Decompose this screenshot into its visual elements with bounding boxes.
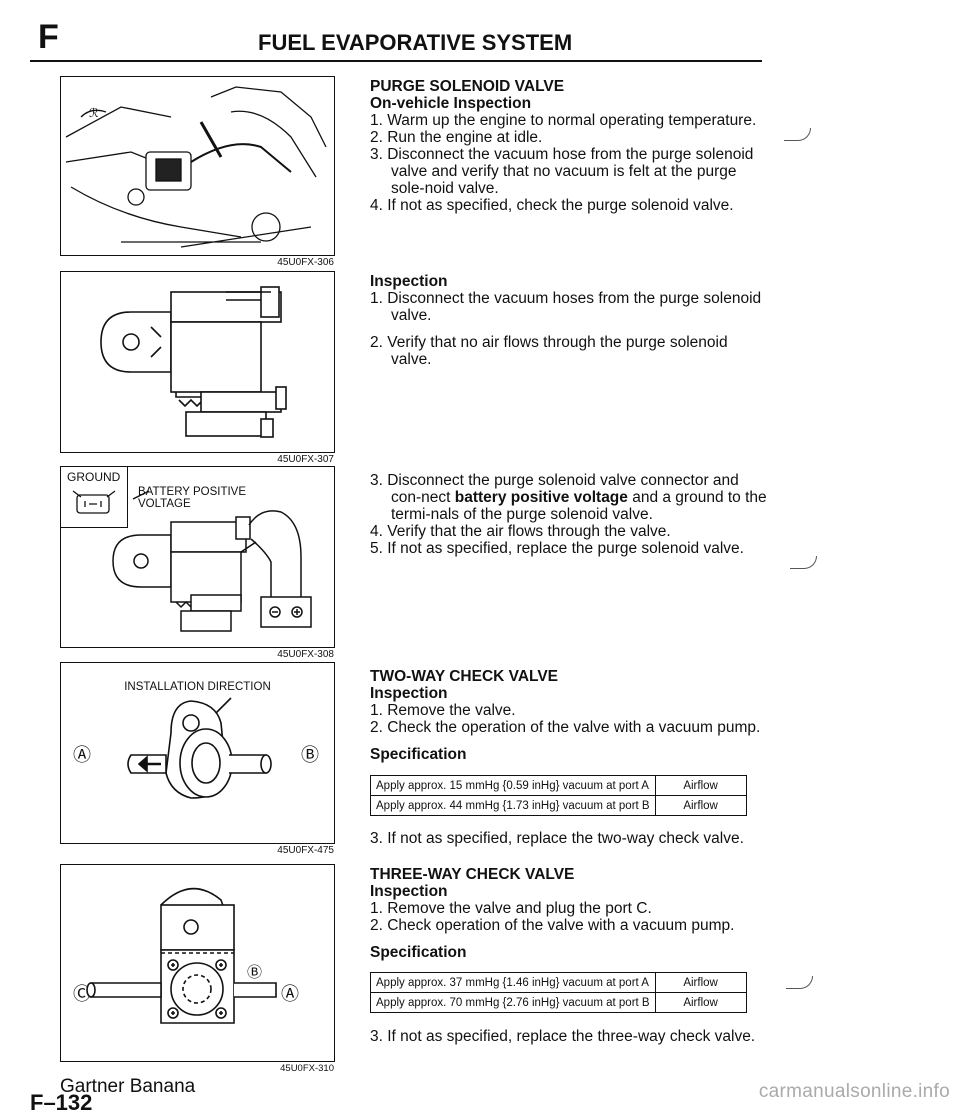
header-rule [30,60,762,62]
port-b-label: Ⓑ [247,964,263,981]
svg-text:ℛ: ℛ [89,106,99,120]
spec-condition: Apply approx. 37 mmHg {1.46 inHg} vacuum… [370,972,656,993]
page-title: FUEL EVAPORATIVE SYSTEM [258,30,573,55]
purge-battery-steps: 3. Disconnect the purge solenoid valve c… [370,472,770,557]
onvehicle-step: 3. Disconnect the vacuum hose from the p… [370,146,754,197]
spec-heading: Specification [370,746,467,763]
table-row: Apply approx. 70 mmHg {2.76 inHg} vacuum… [370,992,747,1013]
three-way-title: THREE-WAY CHECK VALVE [370,866,575,883]
figure-code: 45U0FX-475 [277,845,334,856]
figure-code: 45U0FX-310 [280,1063,334,1074]
figure-purge-valve-battery: GROUND BATTERY POSITIVE VOLTAGE 45U0FX-3… [60,466,335,660]
inspection-step: 1. Remove the valve and plug the port C. [370,900,652,917]
spec-result: Airflow [654,775,747,796]
figure-code: 45U0FX-307 [277,454,334,465]
figure-two-way-check-valve: INSTALLATION DIRECTION Ⓐ Ⓑ 45U0FX-475 [60,662,335,856]
three-way-final-step: 3. If not as specified, replace the thre… [370,1028,756,1045]
margin-mark [790,556,817,569]
watermark: carmanualsonline.info [758,1081,950,1102]
three-way-spec-table: Apply approx. 37 mmHg {1.46 inHg} vacuum… [370,972,747,1013]
inspection-heading: Inspection [370,883,448,900]
onvehicle-step: 2. Run the engine at idle. [370,129,543,146]
margin-mark [784,128,811,141]
inspection-step: 5. If not as specified, replace the purg… [370,540,744,557]
table-row: Apply approx. 37 mmHg {1.46 inHg} vacuum… [370,972,747,993]
installation-direction-label: INSTALLATION DIRECTION [124,681,271,693]
inspection-heading: Inspection [370,273,448,290]
onvehicle-step: 1. Warm up the engine to normal operatin… [370,112,757,129]
margin-mark [786,976,813,989]
inspection-step: 1. Disconnect the vacuum hoses from the … [370,290,762,324]
ground-label: GROUND [67,470,121,484]
spec-condition: Apply approx. 44 mmHg {1.73 inHg} vacuum… [370,795,656,816]
inspection-step: 2. Check the operation of the valve with… [370,719,761,736]
port-a-label: Ⓐ [281,984,299,1004]
inspection-step-3: 3. Disconnect the purge solenoid valve c… [370,472,767,523]
ground-box: GROUND [61,467,128,528]
inspection-heading: Inspection [370,685,448,702]
two-way-title: TWO-WAY CHECK VALVE [370,668,559,685]
footer-name: Gartner Banana [60,1076,196,1097]
inspection-step: 2. Verify that no air flows through the … [370,334,728,368]
port-a-label: Ⓐ [73,745,91,765]
onvehicle-heading: On-vehicle Inspection [370,95,532,112]
two-way-spec-table: Apply approx. 15 mmHg {0.59 inHg} vacuum… [370,775,747,816]
spec-condition: Apply approx. 70 mmHg {2.76 inHg} vacuum… [370,992,656,1013]
purge-title: PURGE SOLENOID VALVE [370,78,565,95]
spec-result: Airflow [654,992,747,1013]
onvehicle-step: 4. If not as specified, check the purge … [370,197,734,214]
figure-code: 45U0FX-306 [277,257,334,268]
inspection-step: 4. Verify that the air flows through the… [370,523,671,540]
spec-condition: Apply approx. 15 mmHg {0.59 inHg} vacuum… [370,775,656,796]
table-row: Apply approx. 44 mmHg {1.73 inHg} vacuum… [370,795,747,816]
figure-purge-valve: 45U0FX-307 [60,271,335,465]
section-letter: F [38,18,59,56]
inspection-step: 2. Check operation of the valve with a v… [370,917,735,934]
page-number: F–132 [30,1090,93,1115]
figure-onvehicle-illustration: ℛ 45U0FX-306 [60,76,335,268]
spec-result: Airflow [654,972,747,993]
spec-heading: Specification [370,944,467,961]
spec-result: Airflow [654,795,747,816]
battery-voltage-label: BATTERY POSITIVE VOLTAGE [138,486,247,510]
figure-three-way-check-valve: Ⓒ Ⓐ Ⓑ 45U0FX-310 [60,864,335,1074]
table-row: Apply approx. 15 mmHg {0.59 inHg} vacuum… [370,775,747,796]
two-way-final-step: 3. If not as specified, replace the two-… [370,830,744,847]
figure-code: 45U0FX-308 [277,649,334,660]
purge-onvehicle-section: PURGE SOLENOID VALVE On-vehicle Inspecti… [370,78,770,214]
three-way-section: THREE-WAY CHECK VALVE Inspection 1. Remo… [370,866,770,961]
port-b-label: Ⓑ [301,745,319,765]
two-way-section: TWO-WAY CHECK VALVE Inspection 1. Remove… [370,668,770,763]
purge-inspection-section: Inspection 1. Disconnect the vacuum hose… [370,273,770,368]
inspection-step: 1. Remove the valve. [370,702,516,719]
